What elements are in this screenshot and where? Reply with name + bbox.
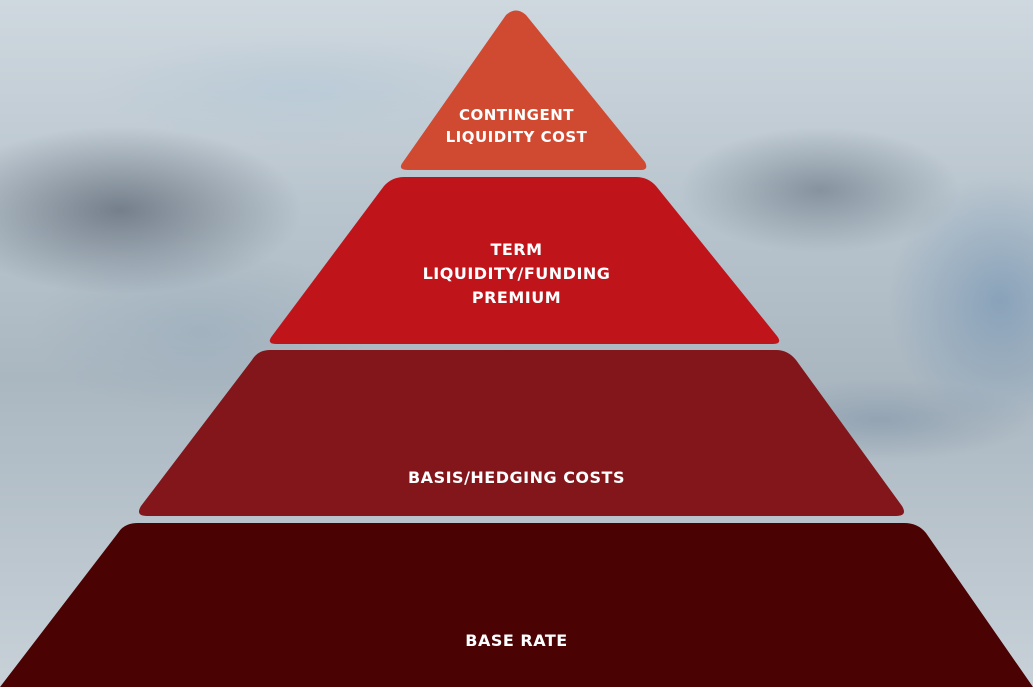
pyramid-tier-basis-hedging-costs [139,350,904,516]
tier-label-term-liquidity-funding-premium: TERM LIQUIDITY/FUNDING PREMIUM [422,240,611,307]
tier-label-contingent-liquidity-cost: CONTINGENT LIQUIDITY COST [445,106,588,146]
pyramid-tier-term-liquidity-funding-premium [269,177,780,344]
pyramid-tier-base-rate [0,523,1033,687]
tier-label-base-rate: BASE RATE [465,631,568,650]
tier-label-basis-hedging-costs: BASIS/HEDGING COSTS [407,468,625,487]
pyramid-tier-contingent-liquidity-cost [400,10,647,170]
